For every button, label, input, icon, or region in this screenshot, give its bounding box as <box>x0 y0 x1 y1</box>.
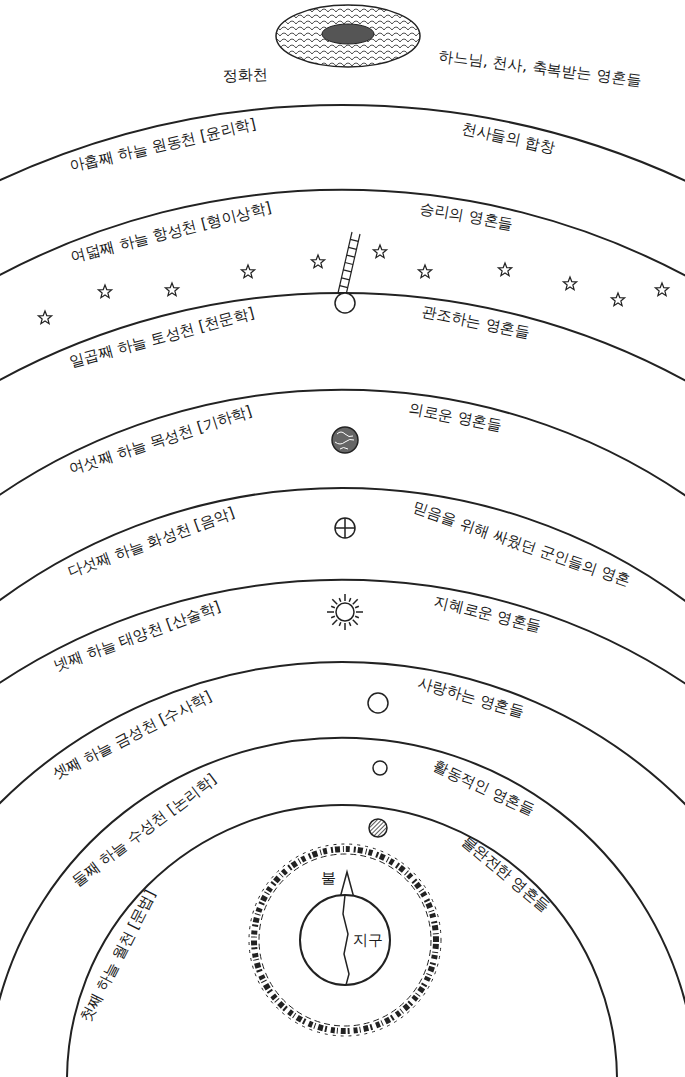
souls-label: 믿음을 위해 싸웠던 군인들의 영혼 <box>411 498 633 590</box>
souls-label: 지혜로운 영혼들 <box>432 592 543 636</box>
heaven-spheres <box>0 105 685 1077</box>
inhabitants-label: 하느님, 천사, 축복받는 영혼들 <box>438 47 643 90</box>
souls-label: 사랑하는 영혼들 <box>416 674 526 722</box>
mercury <box>373 761 387 775</box>
moon <box>369 819 387 837</box>
saturn <box>335 293 355 313</box>
mars <box>335 518 355 538</box>
heaven-name: 둘째 하늘 수성천 [논리학] <box>68 769 219 889</box>
souls-label: 천사들의 합창 <box>460 119 556 156</box>
heaven-name: 아홉째 하늘 원동천 [윤리학] <box>68 115 258 176</box>
souls-label: 의로운 영혼들 <box>407 399 503 435</box>
souls-label: 관조하는 영혼들 <box>420 303 531 342</box>
souls-label: 승리의 영혼들 <box>418 199 514 233</box>
fixed-stars <box>38 245 668 324</box>
heaven-name: 일곱째 하늘 토성천 [천문학] <box>67 304 256 371</box>
sun <box>327 594 363 630</box>
fire-ring <box>249 844 441 1036</box>
souls-label: 불완전한 영혼들 <box>458 832 554 916</box>
jupiter <box>332 427 358 453</box>
souls-label: 활동적인 영혼들 <box>431 757 538 820</box>
heaven-name: 셋째 하늘 금성천 [수사학] <box>49 687 214 783</box>
heaven-name: 여덟째 하늘 항성천 [형이상학] <box>68 199 272 266</box>
fire-label: 불 <box>321 869 336 887</box>
heaven-name: 여섯째 하늘 목성천 [기하학] <box>67 402 254 478</box>
earth-circle: 지구 <box>299 894 391 986</box>
empyrean-rose <box>276 5 420 67</box>
venus <box>368 693 388 713</box>
heaven-name: 다섯째 하늘 화성천 [음악] <box>66 504 238 581</box>
earth-label: 지구 <box>353 931 383 949</box>
realm-name: 정화천 <box>222 65 268 85</box>
heaven-name: 첫째 하늘 월천 [문법] <box>77 887 159 1025</box>
heaven-name: 넷째 하늘 태양천 [산술학] <box>51 598 223 675</box>
ladder <box>338 232 360 295</box>
